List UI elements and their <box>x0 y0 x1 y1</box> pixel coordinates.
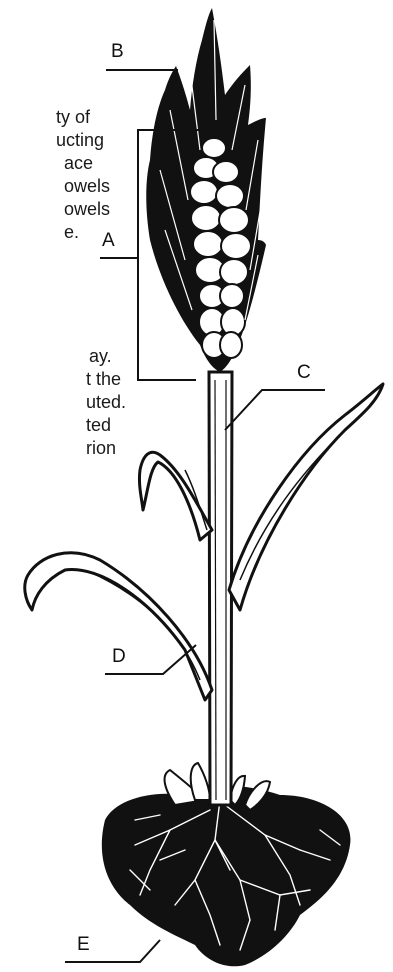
label-a: A <box>102 230 115 251</box>
label-c: C <box>297 362 311 383</box>
leader-c <box>225 390 325 430</box>
label-d: D <box>112 646 126 667</box>
wheat-head <box>146 8 266 372</box>
label-e: E <box>77 934 90 955</box>
leaves <box>25 384 383 700</box>
roots <box>102 786 351 967</box>
label-b: B <box>111 41 124 62</box>
